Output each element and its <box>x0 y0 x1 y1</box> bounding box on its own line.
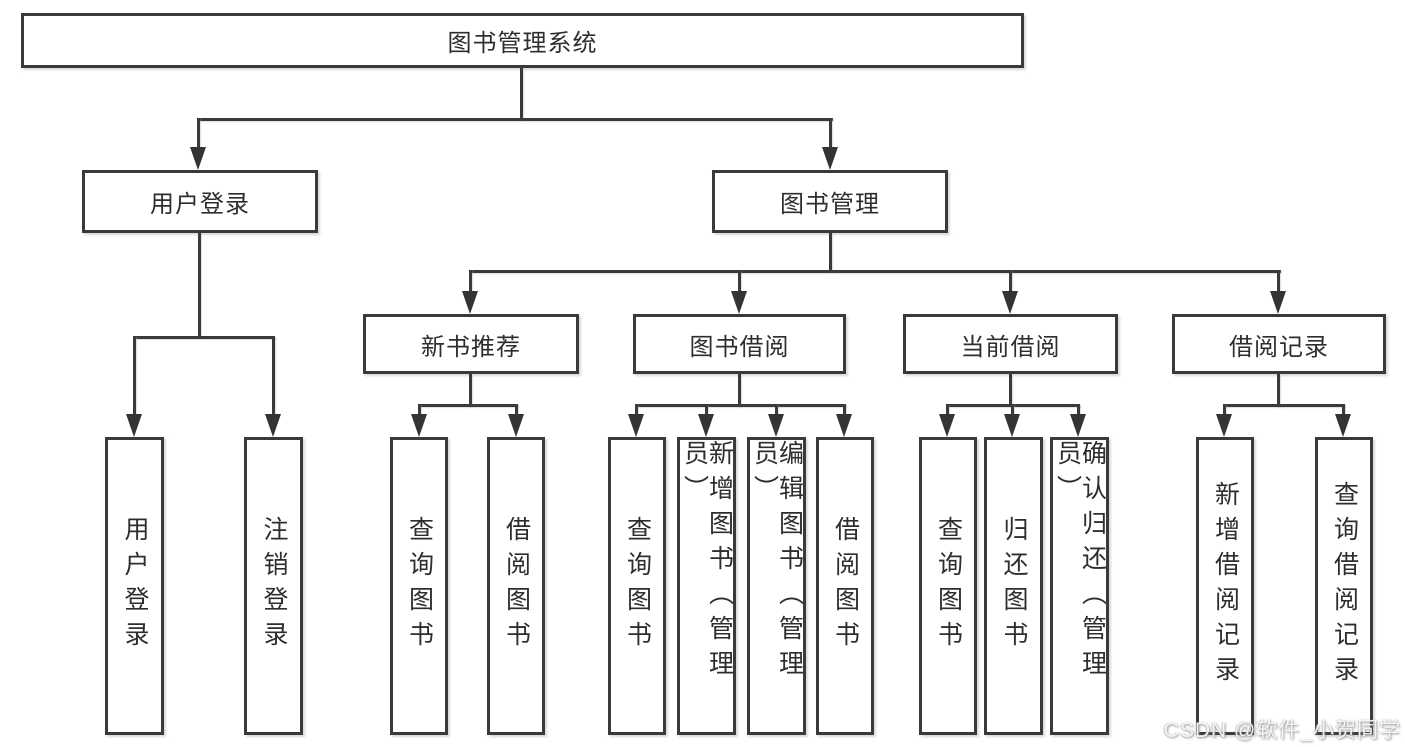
arrowhead-leaf-logout <box>265 414 281 437</box>
node-user-login-label: 用户登录 <box>150 191 250 218</box>
node-current-borrow: 当前借阅 <box>903 314 1118 374</box>
arrowhead-current-borrow <box>1002 291 1018 314</box>
arrowhead-leaf-cb-return <box>1004 414 1020 437</box>
edge-to-leaf-bb-edit <box>775 404 778 418</box>
leaf-newbook-query-label: 查询图书 <box>405 516 434 656</box>
leaf-newbook-borrow-label: 借阅图书 <box>502 516 531 656</box>
arrowhead-book-mgmt <box>822 147 838 170</box>
arrowhead-new-book-rec <box>462 291 478 314</box>
edge-to-current-borrow <box>1009 270 1012 294</box>
edge-borrow-records-stem <box>1277 374 1280 407</box>
node-root-system: 图书管理系统 <box>21 13 1024 68</box>
arrowhead-borrow-records <box>1270 291 1286 314</box>
edge-to-book-borrow <box>738 270 741 294</box>
arrowhead-user-login <box>190 147 206 170</box>
arrowhead-leaf-rec-query <box>1335 414 1351 437</box>
leaf-user-login-label: 用户登录 <box>121 516 149 656</box>
arrowhead-leaf-cb-confirm <box>1070 414 1086 437</box>
edge-book-mgmt-split <box>469 270 1281 273</box>
leaf-newbook-borrow: 借阅图书 <box>487 437 545 735</box>
node-new-book-rec-label: 新书推荐 <box>421 333 521 361</box>
edge-book-mgmt-stem <box>829 233 832 272</box>
node-book-mgmt-label: 图书管理 <box>780 191 880 218</box>
edge-to-leaf-bb-add <box>705 404 708 418</box>
leaf-borrow-edit-admin-label: 编辑图书（管理员） <box>750 440 804 685</box>
leaf-current-query: 查询图书 <box>919 437 977 735</box>
csdn-watermark: CSDN @软件_小贺同学 <box>1163 719 1401 742</box>
leaf-borrow-query-label: 查询图书 <box>623 516 652 656</box>
edge-to-leaf-nb-borrow <box>515 404 518 418</box>
leaf-borrow-add-admin-label: 新增图书（管理员） <box>680 440 734 685</box>
arrowhead-leaf-cb-query <box>939 414 955 437</box>
edge-to-leaf-cb-query <box>946 404 949 418</box>
node-root-label: 图书管理系统 <box>447 30 598 57</box>
edge-to-new-book-rec <box>469 270 472 294</box>
node-borrow-records-label: 借阅记录 <box>1229 333 1329 361</box>
edge-borrow-records-split <box>1223 404 1345 407</box>
leaf-records-query: 查询借阅记录 <box>1315 437 1373 735</box>
leaf-records-add: 新增借阅记录 <box>1196 437 1254 735</box>
edge-to-borrow-records <box>1277 270 1280 294</box>
edge-current-borrow-stem <box>1009 374 1012 407</box>
edge-to-leaf-bb-query <box>635 404 638 418</box>
leaf-records-add-label: 新增借阅记录 <box>1211 481 1240 691</box>
edge-book-borrow-split <box>635 404 846 407</box>
edge-to-user-login <box>197 118 200 152</box>
node-book-mgmt: 图书管理 <box>712 170 948 233</box>
arrowhead-leaf-rec-add <box>1216 414 1232 437</box>
leaf-current-confirm-admin: 确认归还（管理员） <box>1050 437 1109 735</box>
leaf-logout: 注销登录 <box>244 437 303 735</box>
edge-to-leaf-cb-confirm <box>1077 404 1080 418</box>
arrowhead-leaf-nb-query <box>411 414 427 437</box>
edge-to-leaf-bb-borrow <box>843 404 846 418</box>
edge-to-leaf-rec-add <box>1223 404 1226 418</box>
leaf-borrow-borrow-label: 借阅图书 <box>831 516 860 656</box>
leaf-records-query-label: 查询借阅记录 <box>1330 481 1359 691</box>
arrowhead-leaf-bb-query <box>628 414 644 437</box>
leaf-borrow-add-admin: 新增图书（管理员） <box>677 437 736 735</box>
node-book-borrow-label: 图书借阅 <box>689 333 790 361</box>
node-new-book-rec: 新书推荐 <box>363 314 579 374</box>
arrowhead-leaf-bb-edit <box>768 414 784 437</box>
node-borrow-records: 借阅记录 <box>1172 314 1386 374</box>
edge-to-book-mgmt <box>829 118 832 152</box>
leaf-current-query-label: 查询图书 <box>934 516 963 656</box>
leaf-current-return: 归还图书 <box>984 437 1043 735</box>
arrowhead-leaf-nb-borrow <box>508 414 524 437</box>
arrowhead-book-borrow <box>731 291 747 314</box>
edge-to-leaf-rec-query <box>1342 404 1345 418</box>
edge-to-leaf-logout <box>272 336 275 418</box>
edge-root-split <box>197 118 833 121</box>
edge-new-book-rec-split <box>418 404 518 407</box>
node-user-login: 用户登录 <box>82 170 318 233</box>
leaf-newbook-query: 查询图书 <box>390 437 448 735</box>
edge-to-leaf-cb-return <box>1011 404 1014 418</box>
edge-user-login-stem <box>198 233 201 338</box>
node-current-borrow-label: 当前借阅 <box>960 333 1061 361</box>
leaf-current-confirm-admin-label: 确认归还（管理员） <box>1053 440 1107 685</box>
arrowhead-leaf-bb-add <box>698 414 714 437</box>
leaf-current-return-label: 归还图书 <box>1000 516 1028 656</box>
leaf-borrow-borrow: 借阅图书 <box>816 437 874 735</box>
arrowhead-leaf-login <box>126 414 142 437</box>
leaf-user-login: 用户登录 <box>105 437 164 735</box>
leaf-logout-label: 注销登录 <box>260 516 288 656</box>
edge-to-leaf-nb-query <box>418 404 421 418</box>
leaf-borrow-edit-admin: 编辑图书（管理员） <box>747 437 806 735</box>
node-book-borrow: 图书借阅 <box>633 314 846 374</box>
edge-user-login-split <box>133 336 275 339</box>
edge-root-stem <box>520 68 523 120</box>
leaf-borrow-query: 查询图书 <box>608 437 666 735</box>
edge-to-leaf-login <box>133 336 136 418</box>
edge-new-book-rec-stem <box>469 374 472 407</box>
arrowhead-leaf-bb-borrow <box>836 414 852 437</box>
edge-book-borrow-stem <box>738 374 741 407</box>
